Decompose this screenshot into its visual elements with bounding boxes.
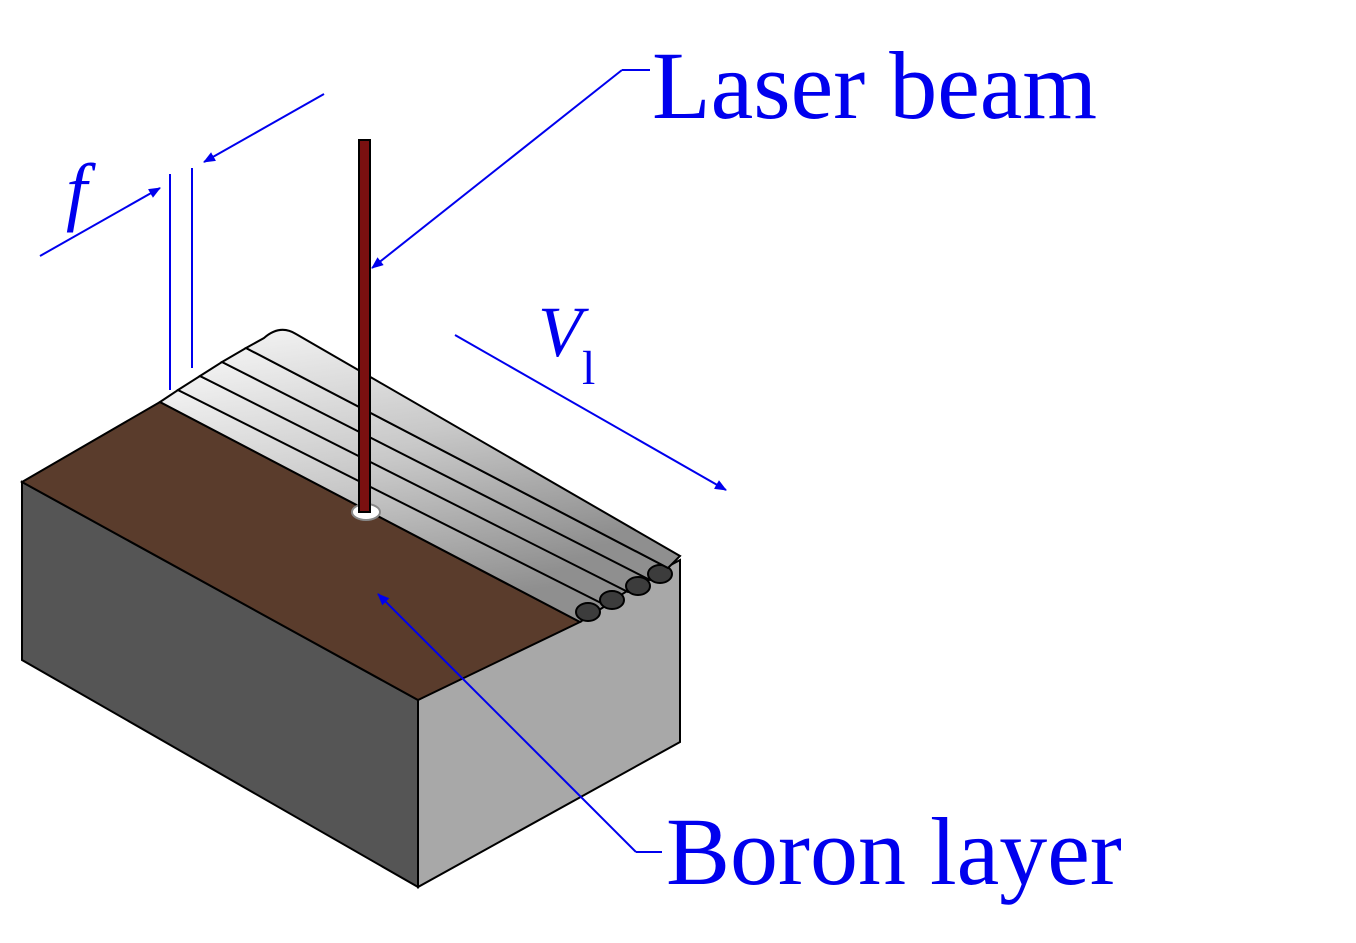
laser-beam-label: Laser beam (652, 32, 1097, 139)
boron-layer-leader (377, 593, 662, 853)
laser-track (243, 328, 682, 570)
velocity-symbol: V (538, 292, 589, 372)
velocity-subscript: l (582, 342, 595, 395)
velocity-label: Vl (538, 292, 595, 395)
velocity-arrow (454, 334, 727, 491)
laser-beam-leader (371, 69, 650, 269)
laser-beam-rod (358, 139, 371, 513)
feed-label: f (66, 149, 96, 233)
laser-tracks (158, 328, 682, 624)
feed-dimension (39, 93, 325, 390)
boron-layer-label: Boron layer (666, 798, 1122, 905)
